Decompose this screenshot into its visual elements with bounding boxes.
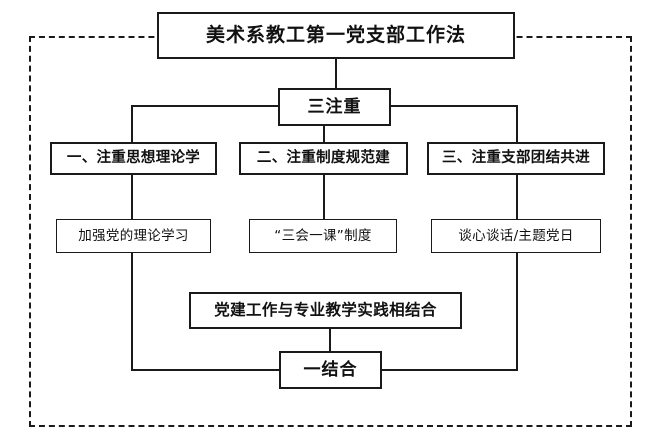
connector-hub-to-pillar-2 xyxy=(323,126,325,143)
connector-pillar-3-to-leaf-3 xyxy=(516,175,518,219)
connector-hub-to-pillar-3 xyxy=(516,105,518,143)
hub-box-three-focuses: 三注重 xyxy=(278,88,391,126)
pillar-label-3: 三、注重支部团结共进 xyxy=(442,149,590,166)
pillar-label-2: 二、注重制度规范建 xyxy=(256,149,391,166)
connector-leaf-3-down xyxy=(516,253,518,370)
pillar-box-3: 三、注重支部团结共进 xyxy=(427,142,605,175)
page-title: 美术系教工第一党支部工作法 xyxy=(205,24,466,47)
connector-pillar-2-to-leaf-2 xyxy=(323,175,325,219)
connector-leaf-1-down xyxy=(131,253,133,370)
connector-bottom-bus-left xyxy=(131,369,280,371)
pillar-box-1: 一、注重思想理论学 xyxy=(50,142,217,175)
pillar-box-2: 二、注重制度规范建 xyxy=(239,142,408,175)
diagram-title-box: 美术系教工第一党支部工作法 xyxy=(157,12,515,59)
connector-hub-to-pillar-1 xyxy=(131,105,133,143)
connector-bottom-bus-right xyxy=(381,369,518,371)
hub-label: 三注重 xyxy=(307,96,362,117)
leaf-box-3: 谈心谈话/主题党日 xyxy=(431,219,601,253)
leaf-box-2: “三会一课”制度 xyxy=(249,219,397,253)
leaf-label-3: 谈心谈话/主题党日 xyxy=(458,227,574,244)
leaf-label-1: 加强党的理论学习 xyxy=(78,227,189,244)
pillar-label-1: 一、注重思想理论学 xyxy=(66,149,201,166)
connector-combine-to-result xyxy=(329,329,331,351)
combine-box: 党建工作与专业教学实践相结合 xyxy=(189,292,462,329)
connector-hub-right-arm xyxy=(390,105,517,107)
result-label: 一结合 xyxy=(303,359,358,380)
combine-label: 党建工作与专业教学实践相结合 xyxy=(214,300,437,319)
connector-hub-left-arm xyxy=(131,105,279,107)
leaf-box-1: 加强党的理论学习 xyxy=(56,219,211,253)
leaf-label-2: “三会一课”制度 xyxy=(274,227,372,244)
connector-pillar-1-to-leaf-1 xyxy=(131,175,133,219)
result-box-one-combination: 一结合 xyxy=(279,351,382,389)
connector-title-to-hub xyxy=(335,59,337,88)
